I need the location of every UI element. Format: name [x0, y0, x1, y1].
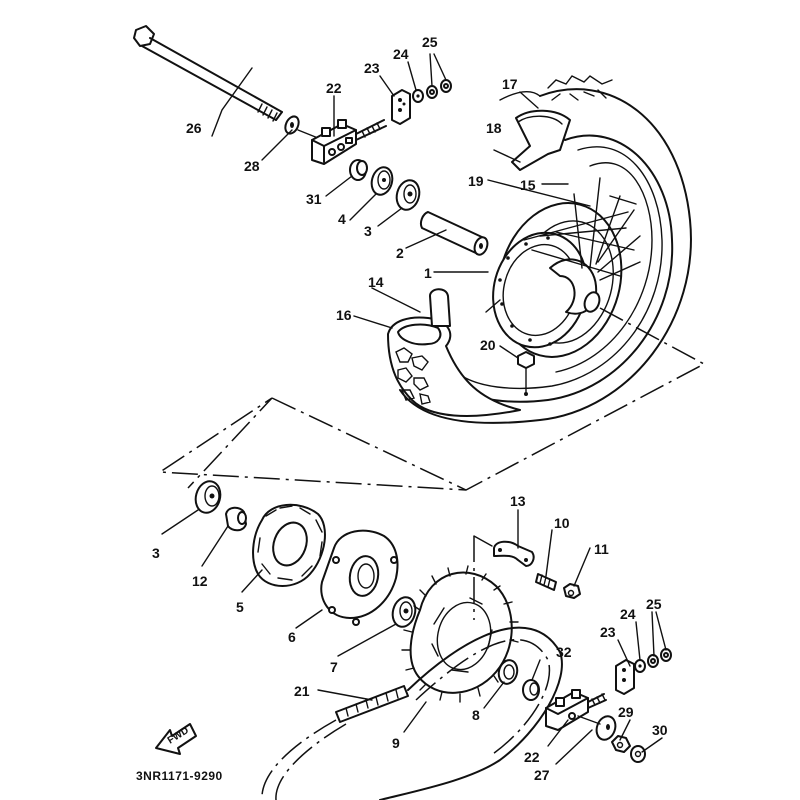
adjuster-plate-top	[391, 89, 411, 125]
clutch-hub-6	[320, 529, 399, 626]
callout-26: 26	[186, 120, 202, 136]
callout-15: 15	[520, 177, 536, 193]
callout-5: 5	[236, 599, 244, 615]
callout-24-top: 24	[393, 46, 409, 62]
callout-8: 8	[472, 707, 480, 723]
callout-13: 13	[510, 493, 526, 509]
callout-28: 28	[244, 158, 260, 174]
callout-18: 18	[486, 120, 502, 136]
damper-5	[252, 503, 326, 587]
callout-19: 19	[468, 173, 484, 189]
collar-32	[522, 679, 540, 701]
bearing-3-lower	[194, 480, 222, 514]
callout-22-lower: 22	[524, 749, 540, 765]
rear-axle	[133, 25, 283, 122]
assembly-guide-line-2	[271, 397, 467, 491]
oil-seal-4	[370, 166, 394, 196]
callout-16: 16	[336, 307, 352, 323]
callout-10: 10	[554, 515, 570, 531]
nut-11	[563, 583, 581, 599]
bearing-7	[391, 596, 417, 628]
washer-24-top	[412, 89, 424, 103]
callout-3-top: 3	[364, 223, 372, 239]
callout-27: 27	[534, 767, 550, 783]
callout-9: 9	[392, 735, 400, 751]
assembly-guide-line	[157, 307, 706, 491]
nuts-25-top	[426, 79, 452, 99]
oil-seal-8	[497, 659, 519, 685]
nuts-25-lower	[647, 648, 672, 668]
rear-wheel	[399, 75, 692, 424]
drive-chain-21	[261, 626, 563, 800]
callout-24-lower: 24	[620, 606, 636, 622]
callout-23-lower: 23	[600, 624, 616, 640]
callout-labels: 26 28 22 23 24 25 31 4 3 2 17 18 19 15 1…	[152, 34, 668, 783]
collar-31	[349, 159, 368, 181]
callout-32: 32	[556, 644, 572, 660]
washer-24-lower	[634, 659, 646, 673]
nut-30	[630, 745, 646, 763]
stud-bolt-10	[535, 573, 557, 591]
valve-nut-20	[517, 351, 535, 396]
forward-direction-icon: FWD	[155, 723, 197, 755]
callout-17: 17	[502, 76, 518, 92]
leader-lines	[161, 53, 667, 765]
callout-2: 2	[396, 245, 404, 261]
bearing-3-top	[395, 179, 421, 211]
callout-14: 14	[368, 274, 384, 290]
callout-1: 1	[424, 265, 432, 281]
nut-29	[611, 735, 631, 753]
washer-27	[577, 715, 617, 741]
lock-washer-13	[473, 535, 535, 620]
callout-23-top: 23	[364, 60, 380, 76]
adjuster-plate-lower	[615, 659, 635, 695]
callout-25-lower: 25	[646, 596, 662, 612]
rim-band-18	[511, 109, 571, 171]
drawing-code: 3NR1171-9290	[136, 769, 223, 783]
callout-29: 29	[618, 704, 634, 720]
chain-puller-lower	[545, 689, 607, 731]
callout-12: 12	[192, 573, 208, 589]
callout-25-top: 25	[422, 34, 438, 50]
chain-puller-top	[311, 119, 387, 165]
callout-30: 30	[652, 722, 668, 738]
disc-holes	[498, 236, 552, 346]
collar-12	[225, 506, 247, 532]
callout-22-top: 22	[326, 80, 342, 96]
tire-section-16	[387, 288, 521, 417]
callout-3-lower: 3	[152, 545, 160, 561]
callout-6: 6	[288, 629, 296, 645]
callout-20: 20	[480, 337, 496, 353]
washer-28	[284, 115, 319, 139]
callout-7: 7	[330, 659, 338, 675]
callout-11: 11	[594, 541, 609, 557]
callout-4: 4	[338, 211, 346, 227]
callout-31: 31	[306, 191, 322, 207]
callout-21: 21	[294, 683, 310, 699]
spacer-2	[419, 211, 489, 256]
